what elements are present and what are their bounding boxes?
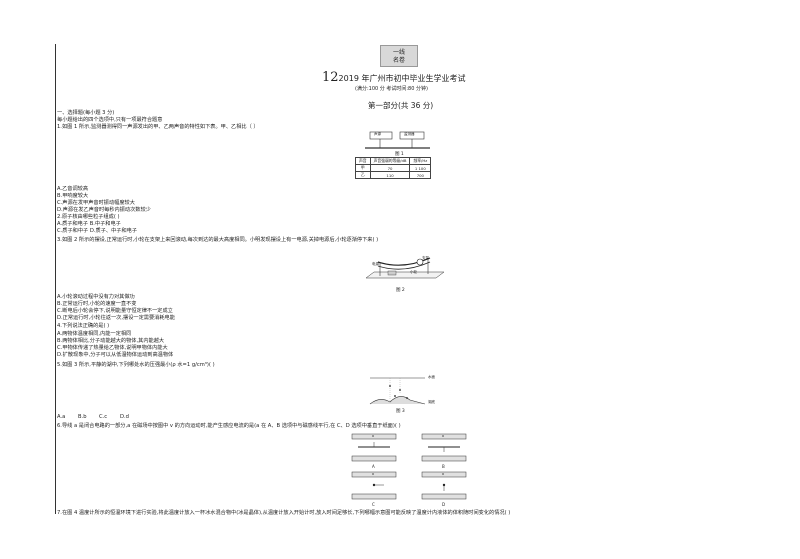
q3-power-box — [387, 270, 397, 276]
q3-option-c: C.断电后小轮会停下,说明能量守恒定律不一定成立 — [57, 308, 173, 314]
q1-source-box — [369, 131, 393, 140]
table-row: 乙 110 700 — [355, 171, 432, 179]
title-text: 2019 年广州市初中毕业生学业考试 — [338, 74, 466, 83]
q3-fig-caption: 图 2 — [396, 288, 405, 293]
q1-text: 1.如图 1 所示,监测器测得同一声源发出的甲、乙两声音的特性如下表。甲、乙相比… — [57, 124, 259, 130]
stamp-line-2: 名卷 — [392, 57, 405, 64]
q6-diagram-b — [421, 433, 467, 462]
q3-option-a: A.小轮滚动过程中没有力对其做功 — [57, 294, 135, 300]
table-header-cell: 频率/Hz — [409, 157, 432, 165]
q5-fig-caption: 图 3 — [396, 409, 405, 414]
q3-track — [377, 257, 431, 266]
table-header-cell: 声音 — [355, 157, 371, 165]
q6-text: 6.导线 a 是闭合电路的一部分,a 在磁场中按图中 v 的方向运动时,能产生感… — [57, 423, 401, 429]
table-cell: 1 100 — [409, 164, 432, 172]
q1-device-b-label: 监测器 — [404, 132, 415, 136]
q1-table: 声音 声音强弱的等级/dB 频率/Hz 甲 70 1 100 乙 110 700 — [355, 157, 432, 179]
q5-figure — [369, 377, 426, 405]
section-heading: 一、选择题(每小题 3 分) — [57, 110, 115, 116]
margin-line — [55, 44, 56, 514]
q4-option-d: D.扩散现象中,分子可以从低温物体运动到高温物体 — [57, 352, 174, 358]
q6-label-c: C — [372, 502, 375, 507]
q5-text: 5.如图 3 所示,平静的湖中,下列哪处水的压强最小(ρ 水=1 g/cm³)(… — [57, 362, 215, 368]
q6-label-b: B — [442, 464, 445, 469]
q6-diagram-a — [351, 433, 397, 462]
q1-figure — [365, 131, 430, 149]
q6-c-tag: a — [372, 472, 374, 476]
q3-wheel — [416, 258, 424, 266]
paper-number: 12 — [322, 70, 339, 85]
q1-option-a: A.乙音调较高 — [57, 186, 89, 192]
q3-label-power: 电源 — [372, 262, 379, 266]
q5-lake-bed — [369, 396, 426, 405]
q4-option-b: B.两物体相比,分子动能越大的物体,其内能越大 — [57, 338, 165, 344]
q3-base — [365, 271, 445, 279]
q1-option-d: D.声源在发乙声音时每秒内振动次数较少 — [57, 207, 151, 213]
table-header-row: 声音 声音强弱的等级/dB 频率/Hz — [355, 157, 432, 165]
section-instruction: 每小题给出的四个选项中,只有一项最符合题意 — [57, 117, 163, 123]
q3-text: 3.如图 2 所示的摆设,正常运行时,小轮在支架上来回滚动,每次到达的最大高度相… — [57, 237, 379, 243]
q5-option-c: C.c — [99, 414, 108, 420]
q3-label-wheel: 小轮 — [410, 270, 417, 274]
stamp-badge: 一线 名卷 — [380, 45, 418, 67]
q3-option-d: D.正常运行时,小轮往返一次,摆设一定需要消耗电能 — [57, 315, 175, 321]
q4-option-a: A.两物体温度相同,内能一定相同 — [57, 331, 132, 337]
q2-option-ab: A.质子和电子 B.中子和电子 — [57, 221, 121, 227]
q6-label-d: D — [442, 502, 446, 507]
q3-figure — [365, 257, 445, 279]
q5-label-surface: 水面 — [428, 375, 435, 379]
q6-a-tag: a — [372, 434, 374, 438]
q4-option-c: C.甲物体传递了热量给乙物体,说明甲物体内能大 — [57, 345, 168, 351]
q2-option-cd: C.质子和中子 D.质子、中子和电子 — [57, 228, 138, 234]
q1-fig-caption: 图 1 — [395, 152, 404, 157]
stamp-line-1: 一线 — [392, 49, 405, 56]
q7-text: 7.在图 4 温度计所示的恒温环境下进行实验,将此温度计放入一杯冰水混合物中(冰… — [57, 510, 511, 516]
table-cell: 70 — [369, 164, 411, 172]
q1-option-c: C.声源在发甲声音时振动幅度较大 — [57, 200, 135, 206]
q6-diagram-c — [351, 471, 397, 500]
q6-label-a: A — [372, 464, 375, 469]
q3-label-stand: 支架 — [422, 256, 429, 260]
table-cell: 甲 — [355, 164, 371, 172]
table-cell: 110 — [369, 171, 411, 179]
part-heading: 第一部分(共 36 分) — [368, 101, 434, 110]
q6-b-tag: a — [442, 434, 444, 438]
exam-subtitle: (满分:100 分 考试时间:80 分钟) — [355, 86, 428, 92]
q2-text: 2.原子核由哪些粒子组成( ) — [57, 214, 120, 220]
q4-text: 4.下列说法正确的是( ) — [57, 323, 110, 329]
table-cell: 乙 — [355, 171, 371, 179]
q6-d-tag: a — [442, 472, 444, 476]
q5-option-d: D.d — [120, 414, 129, 420]
q5-label-bed: 湖底 — [428, 400, 435, 404]
q3-option-b: B.正常运行时,小轮的速度一直不变 — [57, 301, 137, 307]
table-header-cell: 声音强弱的等级/dB — [369, 157, 411, 165]
table-cell: 700 — [409, 171, 432, 179]
q5-option-b: B.b — [78, 414, 87, 420]
exam-title: 122019 年广州市初中毕业生学业考试 — [322, 70, 465, 85]
q1-option-b: B.甲响度较大 — [57, 193, 89, 199]
table-row: 甲 70 1 100 — [355, 164, 432, 172]
q6-diagram-d — [421, 471, 467, 500]
q5-option-a: A.a — [57, 414, 66, 420]
q1-device-a-label: 声源 — [374, 132, 381, 136]
